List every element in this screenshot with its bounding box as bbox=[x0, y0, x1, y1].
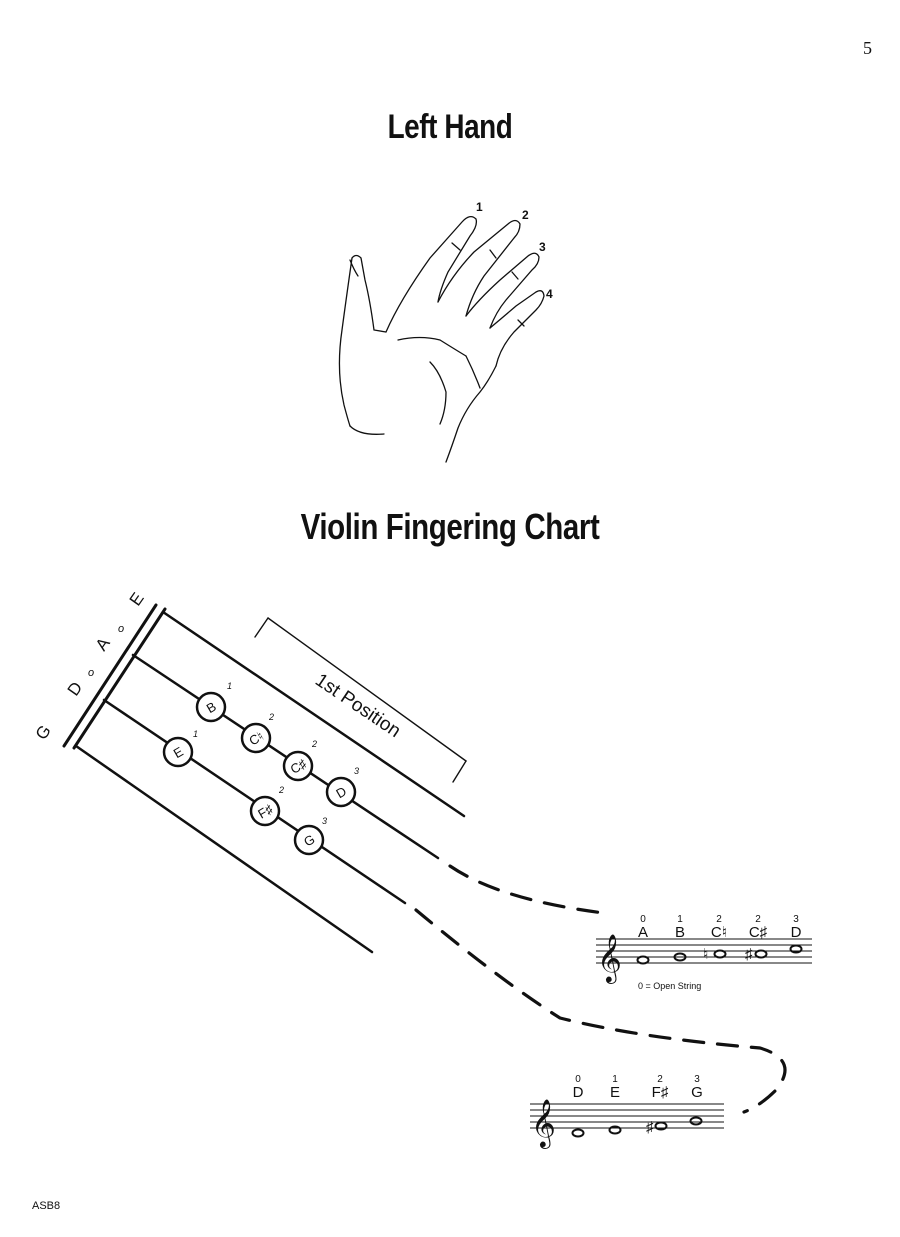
sharp-accidental-icon: ♯ bbox=[745, 946, 753, 963]
staff-note-e bbox=[608, 1125, 622, 1135]
finger-note-f-sharp-number: 2 bbox=[278, 785, 284, 795]
finger-number-2: 2 bbox=[522, 208, 529, 222]
finger-note-c-natural: C♮ 2 bbox=[240, 712, 274, 754]
staff-note-f-sharp bbox=[654, 1121, 668, 1131]
g-string-line bbox=[74, 744, 374, 954]
staff-d-name-2: E bbox=[610, 1084, 620, 1101]
staff-a-finger-4: 2 bbox=[755, 914, 761, 925]
open-mark-d: o bbox=[88, 667, 94, 679]
finger-note-g: G 3 bbox=[293, 816, 327, 856]
left-hand-title: Left Hand bbox=[387, 108, 513, 146]
footer-code: ASB8 bbox=[32, 1200, 61, 1212]
staff-a-finger-1: 0 bbox=[640, 914, 646, 925]
treble-clef-icon: 𝄞 bbox=[597, 934, 622, 984]
staff-d-name-1: D bbox=[573, 1084, 584, 1101]
finger-note-b: B 1 bbox=[195, 681, 232, 723]
finger-note-c-natural-label: C♮ bbox=[246, 728, 266, 748]
finger-number-3: 3 bbox=[539, 240, 546, 254]
staff-a-finger-2: 1 bbox=[677, 914, 683, 925]
finger-number-4: 4 bbox=[546, 287, 553, 301]
staff-note-d bbox=[571, 1128, 585, 1138]
sharp-accidental-icon: ♯ bbox=[646, 1119, 654, 1136]
staff-d-finger-3: 2 bbox=[657, 1074, 663, 1085]
finger-note-g-number: 3 bbox=[322, 816, 327, 826]
string-label-g: G bbox=[32, 722, 55, 744]
page-number: 5 bbox=[863, 38, 872, 58]
finger-note-e: E 1 bbox=[162, 729, 198, 768]
staff-d-name-3: F♯ bbox=[652, 1084, 669, 1101]
staff-note-b bbox=[673, 952, 687, 962]
staff-a-string: 𝄞 ♮ ♯ bbox=[596, 934, 812, 984]
finger-note-f-sharp-label: F♯ bbox=[255, 801, 275, 821]
staff-a-finger-3: 2 bbox=[716, 914, 722, 925]
natural-accidental-icon: ♮ bbox=[703, 946, 708, 963]
staff-d-string: 𝄞 ♯ bbox=[530, 1099, 724, 1149]
finger-note-d-number: 3 bbox=[354, 766, 359, 776]
finger-note-b-number: 1 bbox=[227, 681, 232, 691]
finger-note-c-sharp: C♯ 2 bbox=[282, 739, 317, 782]
finger-note-d: D 3 bbox=[325, 766, 359, 808]
open-mark-a: o bbox=[118, 623, 124, 635]
finger-note-c-sharp-label: C♯ bbox=[288, 756, 309, 777]
staff-a-name-3: C♮ bbox=[711, 924, 727, 941]
staff-a-name-2: B bbox=[675, 924, 685, 941]
staff-note-d bbox=[789, 944, 803, 954]
treble-clef-icon: 𝄞 bbox=[531, 1099, 556, 1149]
fingering-chart-title: Violin Fingering Chart bbox=[300, 506, 600, 547]
string-label-a: A bbox=[92, 634, 114, 655]
staff-a-finger-5: 3 bbox=[793, 914, 799, 925]
staff-note-c-natural bbox=[713, 949, 727, 959]
string-label-d: D bbox=[64, 678, 87, 699]
staff-a-name-4: C♯ bbox=[749, 924, 768, 941]
finger-note-c-sharp-number: 2 bbox=[311, 739, 317, 749]
open-string-legend: 0 = Open String bbox=[638, 981, 701, 991]
staff-d-finger-2: 1 bbox=[612, 1074, 618, 1085]
staff-note-c-sharp bbox=[754, 949, 768, 959]
e-string-line bbox=[161, 610, 466, 818]
string-label-e: E bbox=[126, 589, 148, 609]
finger-number-1: 1 bbox=[476, 200, 483, 214]
staff-note-a bbox=[636, 955, 650, 965]
finger-note-f-sharp: F♯ 2 bbox=[249, 785, 284, 827]
finger-note-e-number: 1 bbox=[193, 729, 198, 739]
staff-a-name-5: D bbox=[791, 924, 802, 941]
staff-a-name-1: A bbox=[638, 924, 648, 941]
staff-d-name-4: G bbox=[691, 1084, 703, 1101]
finger-note-c-natural-number: 2 bbox=[268, 712, 274, 722]
a-string-line bbox=[131, 653, 440, 860]
staff-d-finger-4: 3 bbox=[694, 1074, 700, 1085]
left-hand-illustration bbox=[338, 215, 545, 463]
fingerboard-diagram bbox=[62, 603, 787, 1114]
staff-d-finger-1: 0 bbox=[575, 1074, 581, 1085]
staff-note-g bbox=[689, 1116, 703, 1126]
